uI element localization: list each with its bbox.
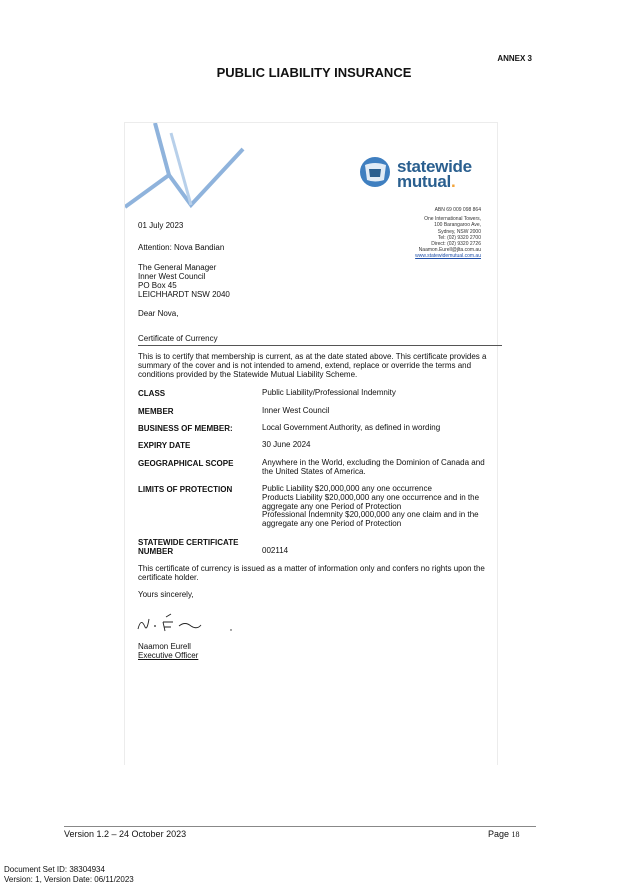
address-line: LEICHHARDT NSW 2040 xyxy=(138,290,230,299)
email-link[interactable]: Naamon.Eurell@jlta.com.au xyxy=(418,247,481,254)
limit-line: Public Liability $20,000,000 any one occ… xyxy=(262,484,432,493)
handwritten-signature xyxy=(137,613,232,632)
closing: Yours sincerely, xyxy=(138,590,194,599)
expiry-date-value: 30 June 2024 xyxy=(262,440,311,449)
page-label: Page xyxy=(488,829,510,839)
signer-name: Naamon Eurell xyxy=(138,642,191,651)
business-of-member-label: BUSINESS OF MEMBER: xyxy=(138,424,233,433)
expiry-date-label: EXPIRY DATE xyxy=(138,441,191,450)
recipient-address: The General Manager Inner West Council P… xyxy=(138,263,230,299)
document-set-id: Document Set ID: 38304934 xyxy=(4,865,105,874)
logo-line-2: mutual. xyxy=(397,172,456,191)
business-of-member-value: Local Government Authority, as defined i… xyxy=(262,423,441,432)
geographical-scope-label: GEOGRAPHICAL SCOPE xyxy=(138,459,234,468)
address-line-1: One International Towers, xyxy=(424,216,481,223)
certificate-number-label: STATEWIDE CERTIFICATE NUMBER xyxy=(138,538,239,556)
limits-of-protection-value: Public Liability $20,000,000 any one occ… xyxy=(262,484,486,529)
document-set-info: Document Set ID: 38304934 Version: 1, Ve… xyxy=(4,865,134,885)
member-value: Inner West Council xyxy=(262,406,330,415)
logo-line-1: statewide xyxy=(397,157,472,176)
class-label: CLASS xyxy=(138,389,166,398)
address-line-2: 100 Barangaroo Ave, xyxy=(434,222,481,229)
geographical-scope-value: Anywhere in the World, excluding the Dom… xyxy=(262,458,485,476)
member-label: MEMBER xyxy=(138,407,174,416)
limit-line: Products Liability $20,000,000 any one o… xyxy=(262,492,480,511)
class-value: Public Liability/Professional Indemnity xyxy=(262,388,396,397)
footer-version: Version 1.2 – 24 October 2023 xyxy=(64,829,187,839)
document-version: Version: 1, Version Date: 06/11/2023 xyxy=(4,875,134,884)
brand-logo: statewide mutual. xyxy=(397,157,472,191)
signer-title: Executive Officer xyxy=(138,651,199,660)
telephone: Tel: (02) 9320 2700 xyxy=(437,234,481,241)
footer-divider xyxy=(64,826,536,827)
footer-page: Page 18 xyxy=(488,829,520,839)
direct-phone: Direct: (02) 9320 2726 xyxy=(431,241,481,248)
intro-paragraph: This is to certify that membership is cu… xyxy=(138,352,487,379)
page-title: PUBLIC LIABILITY INSURANCE xyxy=(216,65,412,80)
address-line: Inner West Council xyxy=(138,272,206,281)
certificate-of-currency: statewide mutual. ABN 69 009 098 864 One… xyxy=(124,122,502,765)
signer-block: Naamon Eurell Executive Officer xyxy=(138,642,198,660)
statewide-mutual-logo-icon xyxy=(360,157,390,187)
limits-of-protection-label: LIMITS OF PROTECTION xyxy=(138,485,233,494)
contact-block: ABN 69 009 098 864 One International Tow… xyxy=(415,207,481,260)
address-line: The General Manager xyxy=(138,263,217,272)
letter-date: 01 July 2023 xyxy=(138,221,184,230)
website-link[interactable]: www.statewidemutual.com.au xyxy=(415,253,481,260)
page-number: 18 xyxy=(511,830,520,839)
certificate-heading: Certificate of Currency xyxy=(138,334,502,346)
decorative-lines xyxy=(125,123,245,209)
address-line-3: Sydney, NSW 2000 xyxy=(437,228,481,235)
address-line: PO Box 45 xyxy=(138,281,177,290)
limit-line: Professional Indemnity $20,000,000 any o… xyxy=(262,510,479,529)
disclaimer: This certificate of currency is issued a… xyxy=(138,564,485,582)
certificate-number-value: 002114 xyxy=(262,546,289,555)
abn: ABN 69 009 098 864 xyxy=(434,207,481,213)
annex-label: ANNEX 3 xyxy=(497,54,532,63)
attention-line: Attention: Nova Bandian xyxy=(138,243,225,252)
salutation: Dear Nova, xyxy=(138,309,179,318)
